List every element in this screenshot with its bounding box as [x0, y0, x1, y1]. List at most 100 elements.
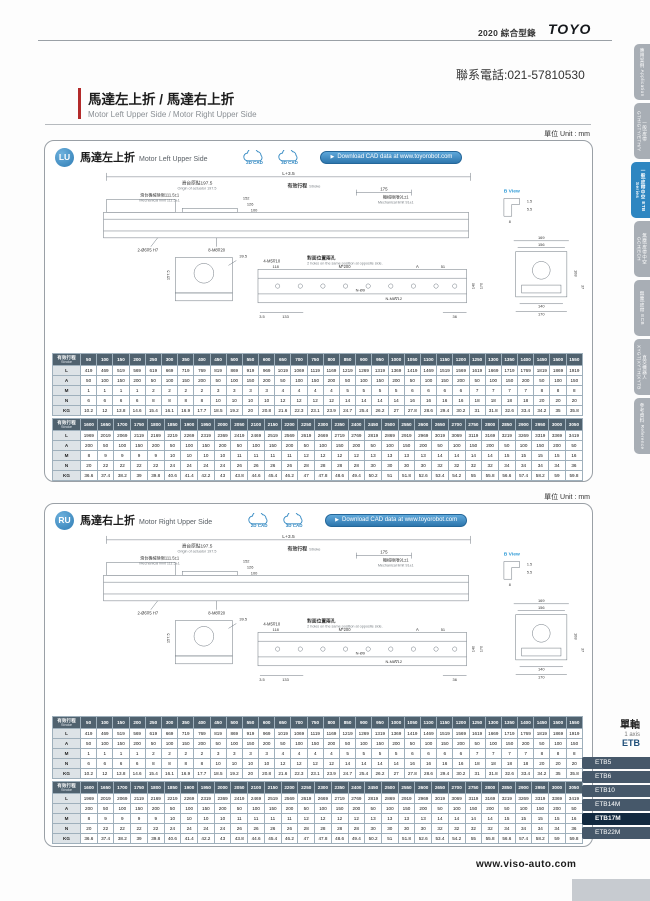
corner-decoration — [572, 879, 650, 901]
dim-value: 14 — [431, 450, 449, 461]
dim-value: 100 — [549, 738, 567, 749]
dim-value: 13 — [364, 813, 382, 824]
dim-value: 20 — [549, 395, 567, 406]
model-etb10[interactable]: ETB10 — [582, 785, 650, 797]
dim-value: 8 — [549, 748, 567, 759]
row-label: A — [52, 375, 81, 386]
cad-3d-button[interactable]: 3D CAD — [281, 512, 307, 528]
play-icon: ▶ — [335, 516, 340, 523]
dim-value: 20 — [80, 823, 98, 834]
footer-url[interactable]: www.viso-auto.com — [476, 859, 577, 870]
stroke-value-header: 1350 — [500, 716, 519, 729]
dim-value: 20 — [565, 395, 584, 406]
dim-value: 26 — [247, 823, 265, 834]
dim-value: 1719 — [500, 365, 519, 376]
dim-value: 3 — [225, 748, 243, 759]
dim-value: 11 — [280, 813, 299, 824]
technical-drawing-lu: L+3.5 滑台原點197.5 Origin of actuator 197.5… — [49, 169, 588, 351]
dim-value: 8 — [160, 395, 179, 406]
dim-value: 19.2 — [225, 768, 243, 779]
tab-gch-ech[interactable]: 無塵|皮帶中空 GCH|ECH — [634, 221, 650, 277]
tab-gth-gty-eth-y[interactable]: 一般|皮帶 GTH/GTY/ETH/Y — [634, 103, 650, 159]
stroke-value-header: 3000 — [548, 781, 566, 794]
dim-value: 11 — [247, 813, 265, 824]
bottom-view — [257, 269, 467, 313]
dim-value: 39 — [130, 470, 148, 481]
dim-value: 37.4 — [96, 470, 115, 481]
stroke-value-header: 400 — [193, 716, 211, 729]
tab-reference[interactable]: 參考資料 Reference — [634, 398, 650, 454]
stroke-value-header: 2200 — [280, 781, 299, 794]
cad-2d-button[interactable]: 2D CAD — [246, 512, 272, 528]
model-etb22m[interactable]: ETB22M — [582, 827, 650, 839]
dim-value: 31.8 — [484, 405, 502, 416]
stroke-value-header: 2800 — [481, 781, 499, 794]
label-mech-limit1-en: Mechanical limit 111.5±1 — [139, 561, 179, 565]
dim-value: 50 — [79, 738, 98, 749]
dim-value: 150 — [500, 375, 519, 386]
dim-value: 3319 — [531, 430, 550, 441]
dim-value: 18.5 — [209, 405, 227, 416]
dim-value: 150 — [436, 375, 454, 386]
dim-value: 50 — [230, 440, 249, 451]
row-label: KG — [52, 470, 81, 481]
dim-value: 15 — [497, 450, 516, 461]
stroke-value-header: 2650 — [431, 781, 449, 794]
stroke-value-header: 1300 — [484, 353, 502, 366]
tab-etb-series[interactable]: 一般|皮帶中空 ETB Series — [631, 162, 650, 218]
dim-value: 12 — [306, 395, 324, 406]
unit-label-lu: 單位 Unit : mm — [544, 131, 590, 138]
dim-value: 26 — [230, 823, 249, 834]
cad-2d-button[interactable]: 2D CAD — [241, 149, 267, 165]
dim-value: 51.8 — [397, 470, 416, 481]
model-etb14m[interactable]: ETB14M — [582, 799, 650, 811]
tab-xy-robots[interactable]: 直交機器人 XYGT|XYTH|XYTB — [634, 339, 650, 395]
dim-value: 2369 — [213, 793, 232, 804]
dim-value: 619 — [144, 365, 162, 376]
tab-application[interactable]: 應用案例 Application — [634, 44, 650, 100]
download-cad-button[interactable]: ▶ Download CAD data at www.toyorobot.com — [320, 150, 463, 164]
dim-value: 2619 — [297, 430, 316, 441]
dim-value: 3069 — [447, 793, 466, 804]
dim-value: 719 — [177, 728, 195, 739]
dim-value: 1919 — [565, 365, 584, 376]
dim-value: 20 — [241, 768, 260, 779]
dim-value: 1169 — [322, 728, 341, 739]
stroke-value-header: 2450 — [364, 418, 382, 431]
cad-3d-button[interactable]: 3D CAD — [276, 149, 302, 165]
dim-value: 1769 — [517, 728, 535, 739]
dim-value: 47.8 — [314, 833, 332, 844]
model-etb5[interactable]: ETB5 — [582, 757, 650, 769]
dim-value: 2819 — [364, 793, 382, 804]
dim-value: 24.7 — [338, 405, 357, 416]
download-cad-button[interactable]: ▶ Download CAD data at www.toyorobot.com — [325, 513, 468, 527]
dim-value: 6 — [436, 748, 454, 759]
dim-value: 10 — [180, 813, 199, 824]
section-title-en: Motor Right Upper Side — [139, 519, 213, 526]
dim-value: 10 — [241, 395, 260, 406]
stroke-value-header: 2200 — [280, 418, 299, 431]
stroke-value-header: 1200 — [452, 716, 470, 729]
dim-value: 50.2 — [364, 833, 382, 844]
end-view — [513, 603, 569, 675]
stroke-value-header: 1800 — [146, 781, 165, 794]
dim-value: 24 — [163, 823, 182, 834]
model-etb6[interactable]: ETB6 — [582, 771, 650, 783]
dim-value: 37.4 — [96, 833, 115, 844]
dim-value: 3219 — [497, 793, 516, 804]
dim-value: 6 — [128, 758, 146, 769]
dim-value: 28 — [347, 460, 366, 471]
header-rule — [38, 40, 612, 41]
dim-value: 619 — [144, 728, 162, 739]
dim-value: 12 — [297, 450, 316, 461]
dim-value: 1869 — [549, 728, 567, 739]
tab-ecb[interactable]: 無塵|皮帶 ECB — [634, 280, 650, 336]
dim-value: 50 — [297, 440, 316, 451]
dim-value: 3169 — [481, 793, 499, 804]
stroke-value-header: 2000 — [213, 781, 232, 794]
model-etb17m[interactable]: ETB17M — [582, 813, 650, 825]
dim-value: 45.4 — [263, 833, 282, 844]
